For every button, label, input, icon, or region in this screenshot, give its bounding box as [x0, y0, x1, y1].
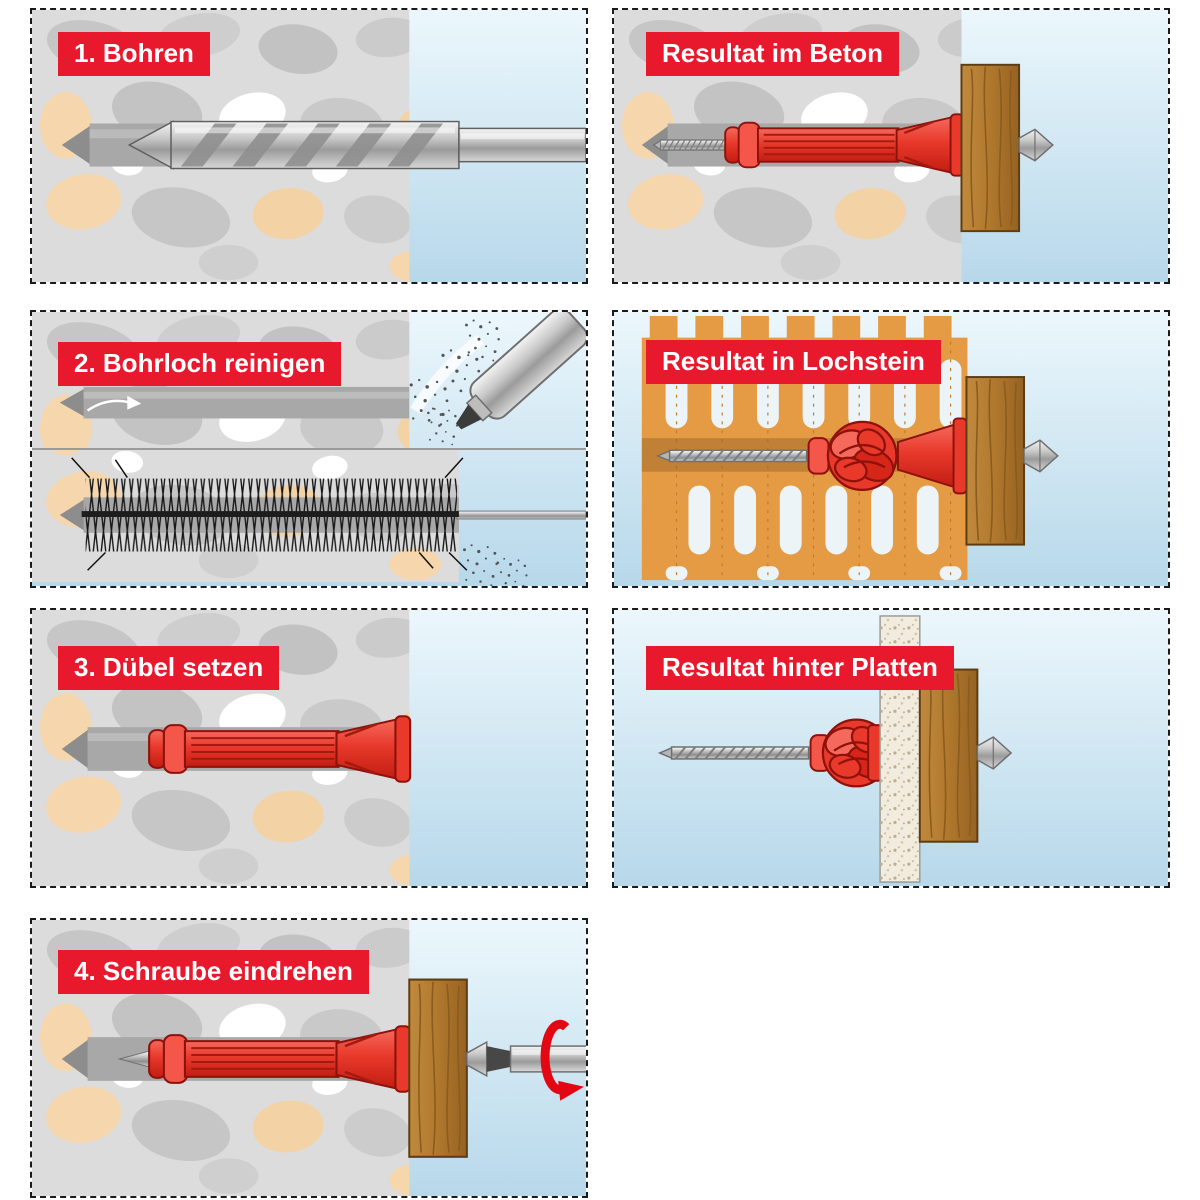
step-4-label-text: 4. Schraube eindrehen: [74, 956, 353, 986]
step-1-label: 1. Bohren: [58, 32, 210, 76]
panel-result-concrete: Resultat im Beton: [612, 8, 1170, 284]
driver-tip: [486, 1046, 511, 1072]
wood-board: [965, 376, 1026, 546]
result-panel-label-text: Resultat hinter Platten: [662, 652, 938, 682]
step-1-label-text: 1. Bohren: [74, 38, 194, 68]
panel-step-3: 3. Dübel setzen: [30, 608, 588, 888]
screw-head: [466, 1040, 488, 1078]
result-panel-label: Resultat hinter Platten: [646, 646, 954, 690]
threaded-screw-tip: [656, 449, 808, 463]
illustration-drilling: [32, 10, 586, 282]
result-concrete-label: Resultat im Beton: [646, 32, 900, 76]
anchor-rim: [952, 417, 968, 495]
wood-board: [918, 668, 979, 843]
wood-board: [960, 63, 1021, 233]
drill-hole-top: [59, 386, 410, 419]
panel-result-brick: Resultat in Lochstein: [612, 310, 1170, 588]
dust-stream: [410, 334, 485, 414]
panel-step-4: 4. Schraube eindrehen: [30, 918, 588, 1198]
result-brick-label-text: Resultat in Lochstein: [662, 346, 925, 376]
panel-step-2: 2. Bohrloch reinigen: [30, 310, 588, 588]
step-3-label-text: 3. Dübel setzen: [74, 652, 264, 682]
step-2-label: 2. Bohrloch reinigen: [58, 342, 342, 386]
step-2-label-text: 2. Bohrloch reinigen: [74, 348, 326, 378]
drill-bit: [127, 120, 586, 170]
result-concrete-label-text: Resultat im Beton: [662, 38, 884, 68]
steel-brush: [71, 457, 586, 571]
panel-result-panel: Resultat hinter Platten: [612, 608, 1170, 888]
anchor-collar: [807, 437, 830, 475]
anchor-knot: [825, 420, 900, 492]
panel-step-1: 1. Bohren: [30, 8, 588, 284]
threaded-screw-tip: [658, 746, 810, 760]
screwdriver: [466, 1024, 586, 1100]
step-4-label: 4. Schraube eindrehen: [58, 950, 369, 994]
step-3-label: 3. Dübel setzen: [58, 646, 280, 690]
result-brick-label: Resultat in Lochstein: [646, 340, 941, 384]
wood-board: [408, 978, 468, 1158]
